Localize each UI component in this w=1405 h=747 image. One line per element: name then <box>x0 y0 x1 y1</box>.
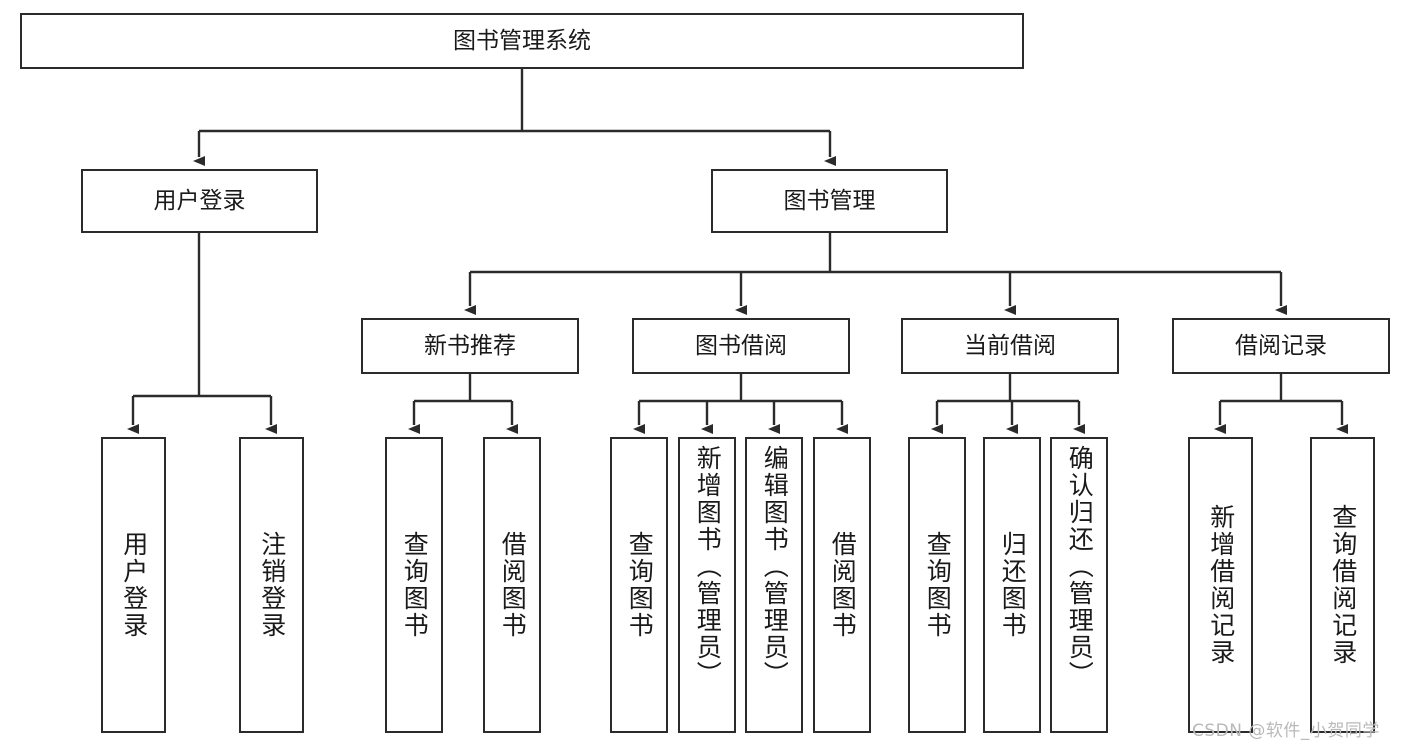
edges-bookmanage-to-level3 <box>464 233 1287 315</box>
leaf-label: 注销登录 <box>257 531 287 639</box>
node-book-manage-label: 图书管理 <box>783 187 876 214</box>
leaf-return-book[interactable]: 归还图书 <box>983 437 1041 733</box>
node-user-login[interactable]: 用户登录 <box>81 169 318 233</box>
leaf-label: 查询图书 <box>923 531 953 639</box>
leaf-label: 归还图书 <box>998 531 1028 639</box>
edges-currentborrow-to-leaves <box>931 374 1085 434</box>
leaf-borrow-book-1[interactable]: 借阅图书 <box>483 437 541 733</box>
leaf-add-book[interactable]: 新增图书（管理员） <box>678 437 736 733</box>
node-new-book-recommend-label: 新书推荐 <box>424 332 516 359</box>
leaf-label: 用户登录 <box>119 531 149 639</box>
leaf-user-login[interactable]: 用户登录 <box>101 437 166 733</box>
leaf-label: 新增图书（管理员） <box>693 445 723 688</box>
leaf-label: 编辑图书（管理员） <box>760 445 790 688</box>
node-current-borrow-label: 当前借阅 <box>964 332 1056 359</box>
leaf-label: 借阅图书 <box>498 531 528 639</box>
leaf-query-book-2[interactable]: 查询图书 <box>610 437 668 733</box>
leaf-label: 确认归还（管理员） <box>1065 445 1095 688</box>
node-root-label: 图书管理系统 <box>453 27 591 54</box>
leaf-query-book-3[interactable]: 查询图书 <box>908 437 966 733</box>
leaf-label: 借阅图书 <box>828 531 858 639</box>
leaf-add-borrow-record[interactable]: 新增借阅记录 <box>1188 437 1253 733</box>
leaf-label: 查询图书 <box>400 531 430 639</box>
leaf-borrow-book-2[interactable]: 借阅图书 <box>813 437 871 733</box>
node-new-book-recommend[interactable]: 新书推荐 <box>361 318 579 374</box>
node-user-login-label: 用户登录 <box>153 187 246 214</box>
edges-bookborrow-to-leaves <box>633 374 848 434</box>
leaf-query-book-1[interactable]: 查询图书 <box>385 437 443 733</box>
node-book-manage[interactable]: 图书管理 <box>711 169 948 233</box>
leaf-label: 查询借阅记录 <box>1328 504 1358 666</box>
node-borrow-record-label: 借阅记录 <box>1235 332 1327 359</box>
edges-borrowrecord-to-leaves <box>1214 374 1348 434</box>
edges-newbook-to-leaves <box>408 374 518 434</box>
leaf-query-borrow-record[interactable]: 查询借阅记录 <box>1310 437 1375 733</box>
node-book-borrow[interactable]: 图书借阅 <box>632 318 850 374</box>
leaf-label: 新增借阅记录 <box>1206 504 1236 666</box>
node-current-borrow[interactable]: 当前借阅 <box>901 318 1119 374</box>
leaf-logout-login[interactable]: 注销登录 <box>239 437 304 733</box>
edges-root-to-level2 <box>193 69 836 166</box>
leaf-label: 查询图书 <box>625 531 655 639</box>
node-book-borrow-label: 图书借阅 <box>695 332 787 359</box>
node-root[interactable]: 图书管理系统 <box>20 13 1024 69</box>
leaf-confirm-return[interactable]: 确认归还（管理员） <box>1050 437 1108 733</box>
edges-userlogin-to-leaves <box>127 233 277 434</box>
leaf-edit-book[interactable]: 编辑图书（管理员） <box>745 437 803 733</box>
node-borrow-record[interactable]: 借阅记录 <box>1172 318 1390 374</box>
